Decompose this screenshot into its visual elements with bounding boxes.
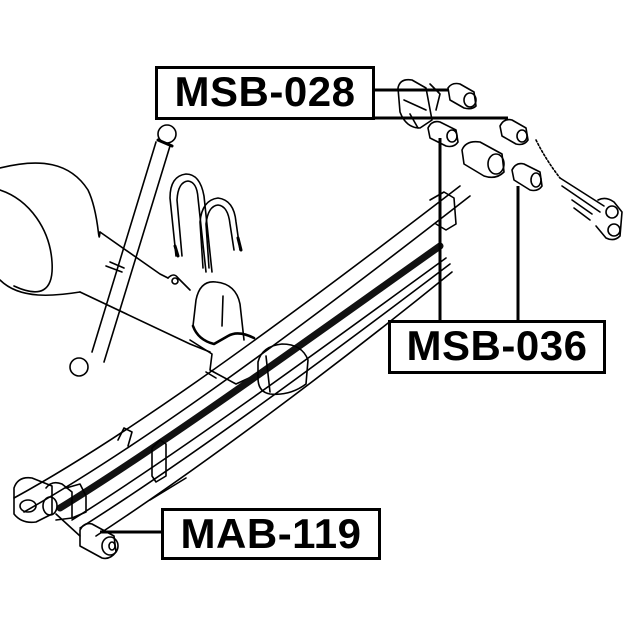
spring-seat-bracket	[189, 281, 263, 385]
u-bolts	[169, 173, 243, 273]
rear-bushing-part	[79, 522, 119, 560]
front-shackle-hanger	[397, 78, 441, 129]
leader-lines	[100, 88, 520, 534]
front-bushing-upper	[447, 82, 477, 110]
shackle-bolt	[535, 139, 623, 241]
shackle-bushing-a	[499, 118, 529, 146]
wheel-outline	[0, 162, 101, 297]
leaf-spring	[13, 185, 471, 537]
front-spring-eye	[461, 140, 505, 179]
spring-center-clamp	[257, 343, 309, 396]
callout-mab-119: MAB-119	[161, 508, 381, 560]
axle-housing	[79, 231, 211, 353]
shock-absorber	[69, 124, 177, 377]
rear-spring-eye	[13, 476, 87, 537]
callout-msb-028: MSB-028	[155, 66, 375, 120]
callout-msb-036: MSB-036	[388, 320, 606, 374]
front-bushing-lower	[427, 120, 459, 148]
rebound-clips	[117, 191, 457, 483]
shackle-bushing-b	[511, 162, 543, 192]
